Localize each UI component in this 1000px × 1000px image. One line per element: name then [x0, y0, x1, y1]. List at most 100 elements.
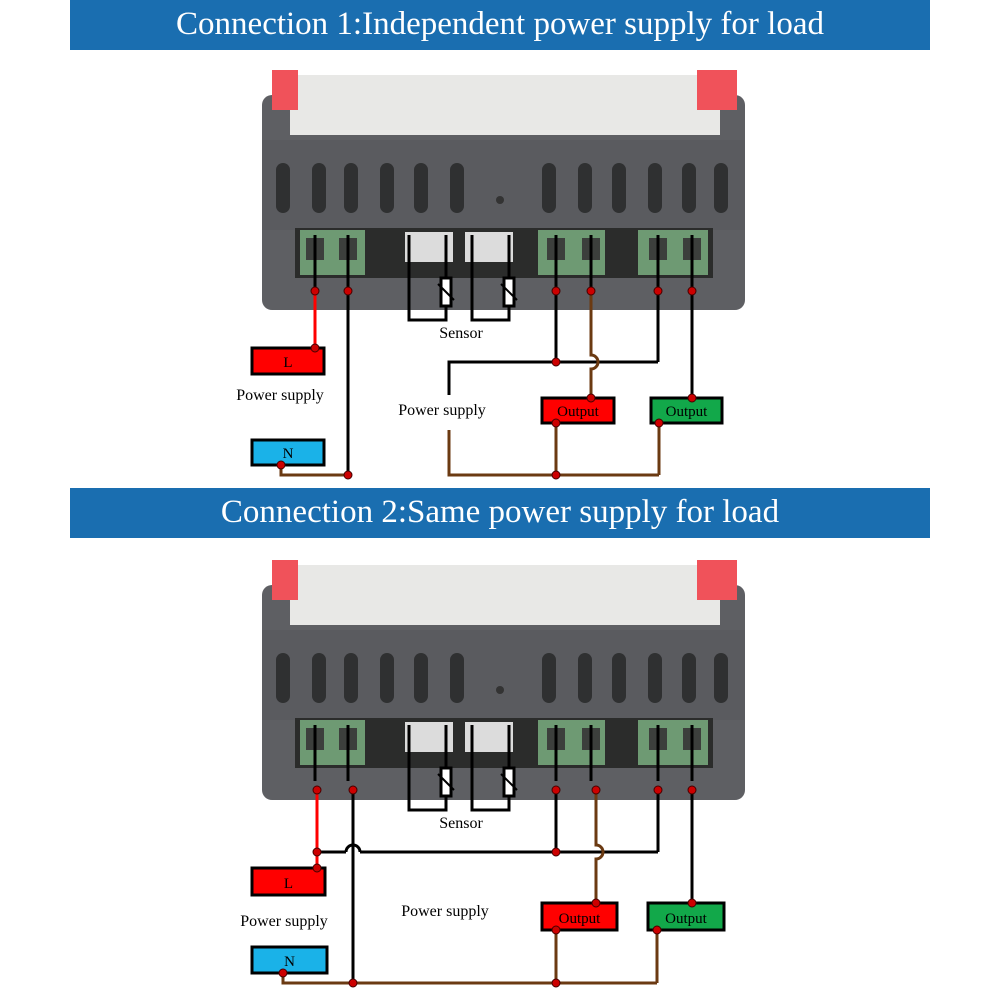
vent-slot [648, 163, 662, 213]
live-terminal-L [250, 866, 327, 897]
vent-slot [542, 163, 556, 213]
screw-hole [496, 686, 504, 694]
power-supply-label: Power supply [236, 387, 324, 404]
junction-dot [591, 898, 601, 908]
junction-dot [687, 898, 697, 908]
section-2-title-banner: Connection 2:Same power supply for load [70, 488, 930, 538]
junction-dot [348, 785, 358, 795]
junction-dot [310, 343, 320, 353]
load-power-supply-label: Power supply [401, 903, 489, 920]
load-power-supply-label: Power supply [398, 402, 486, 419]
output-2-box-label: Output [665, 911, 708, 927]
live-terminal-L-label: L [284, 876, 293, 892]
junction-dot [551, 470, 561, 480]
junction-dot [312, 847, 322, 857]
section-1-title-banner: Connection 1:Independent power supply fo… [70, 0, 930, 50]
junction-dot [586, 286, 596, 296]
junction-dot [591, 785, 601, 795]
junction-dot [310, 286, 320, 296]
vent-slot [414, 653, 428, 703]
vent-panel [262, 630, 745, 720]
thermostat-controller [262, 560, 745, 800]
thermistor-slash [500, 283, 518, 301]
vent-slot [380, 653, 394, 703]
mounting-clip-right [697, 560, 737, 600]
sensor-label: Sensor [439, 325, 483, 342]
neutral-terminal-N [250, 945, 329, 975]
vent-slot [414, 163, 428, 213]
vent-slot [648, 653, 662, 703]
neutral-terminal-N-label: N [283, 446, 294, 462]
vent-slot [450, 653, 464, 703]
junction-dot [687, 286, 697, 296]
junction-dot [551, 847, 561, 857]
junction-dot [343, 286, 353, 296]
relay1-output-wire [594, 790, 605, 903]
junction-dot [551, 357, 561, 367]
output-1-box-label: Output [559, 911, 602, 927]
vent-slot [542, 653, 556, 703]
mounting-clip-right [697, 70, 737, 110]
junction-dot [653, 286, 663, 296]
sensor-label: Sensor [439, 815, 483, 832]
junction-dot [551, 925, 561, 935]
output-2-box [649, 396, 724, 425]
vent-slot [578, 653, 592, 703]
thermistor-slash [437, 773, 455, 791]
load-supply-live-bus [447, 360, 658, 395]
output-2-box-label: Output [666, 404, 709, 420]
vent-slot [682, 163, 696, 213]
vent-slot [682, 653, 696, 703]
vent-slot [612, 653, 626, 703]
junction-dot [278, 968, 288, 978]
thermistor-slash [500, 773, 518, 791]
load-supply-neutral-bus [447, 430, 659, 477]
neutral-terminal-N [250, 438, 326, 467]
junction-dot [312, 785, 322, 795]
controller-label-area [290, 75, 720, 135]
vent-panel [262, 140, 745, 230]
junction-dot [312, 863, 322, 873]
live-terminal-L [250, 346, 326, 376]
power-supply-label: Power supply [240, 913, 328, 930]
junction-dot [654, 418, 664, 428]
junction-dot [687, 785, 697, 795]
junction-dot [551, 286, 561, 296]
vent-slot [714, 163, 728, 213]
junction-dot [652, 925, 662, 935]
junction-dot [343, 470, 353, 480]
neutral-terminal-N-label: N [284, 954, 295, 970]
vent-slot [450, 163, 464, 213]
junction-dot [586, 393, 596, 403]
screw-hole [496, 196, 504, 204]
junction-dot [551, 418, 561, 428]
junction-dot [276, 460, 286, 470]
thermistor-slash [437, 283, 455, 301]
vent-slot [344, 653, 358, 703]
vent-slot [344, 163, 358, 213]
vent-slot [276, 163, 290, 213]
vent-slot [578, 163, 592, 213]
vent-slot [312, 163, 326, 213]
vent-slot [312, 653, 326, 703]
vent-slot [714, 653, 728, 703]
neutral-bus [281, 973, 657, 985]
mounting-clip-left [272, 70, 298, 110]
vent-slot [276, 653, 290, 703]
vent-slot [612, 163, 626, 213]
vent-slot [380, 163, 394, 213]
output-1-box-label: Output [557, 404, 600, 420]
controller-label-area [290, 565, 720, 625]
thermostat-controller [262, 70, 745, 310]
output-2-box [646, 901, 726, 932]
output-1-box [540, 901, 619, 932]
junction-dot [653, 785, 663, 795]
live-terminal-L-label: L [283, 355, 292, 371]
output-1-box [540, 396, 616, 425]
relay1-output-wire [589, 291, 600, 398]
junction-dot [687, 393, 697, 403]
junction-dot [348, 978, 358, 988]
